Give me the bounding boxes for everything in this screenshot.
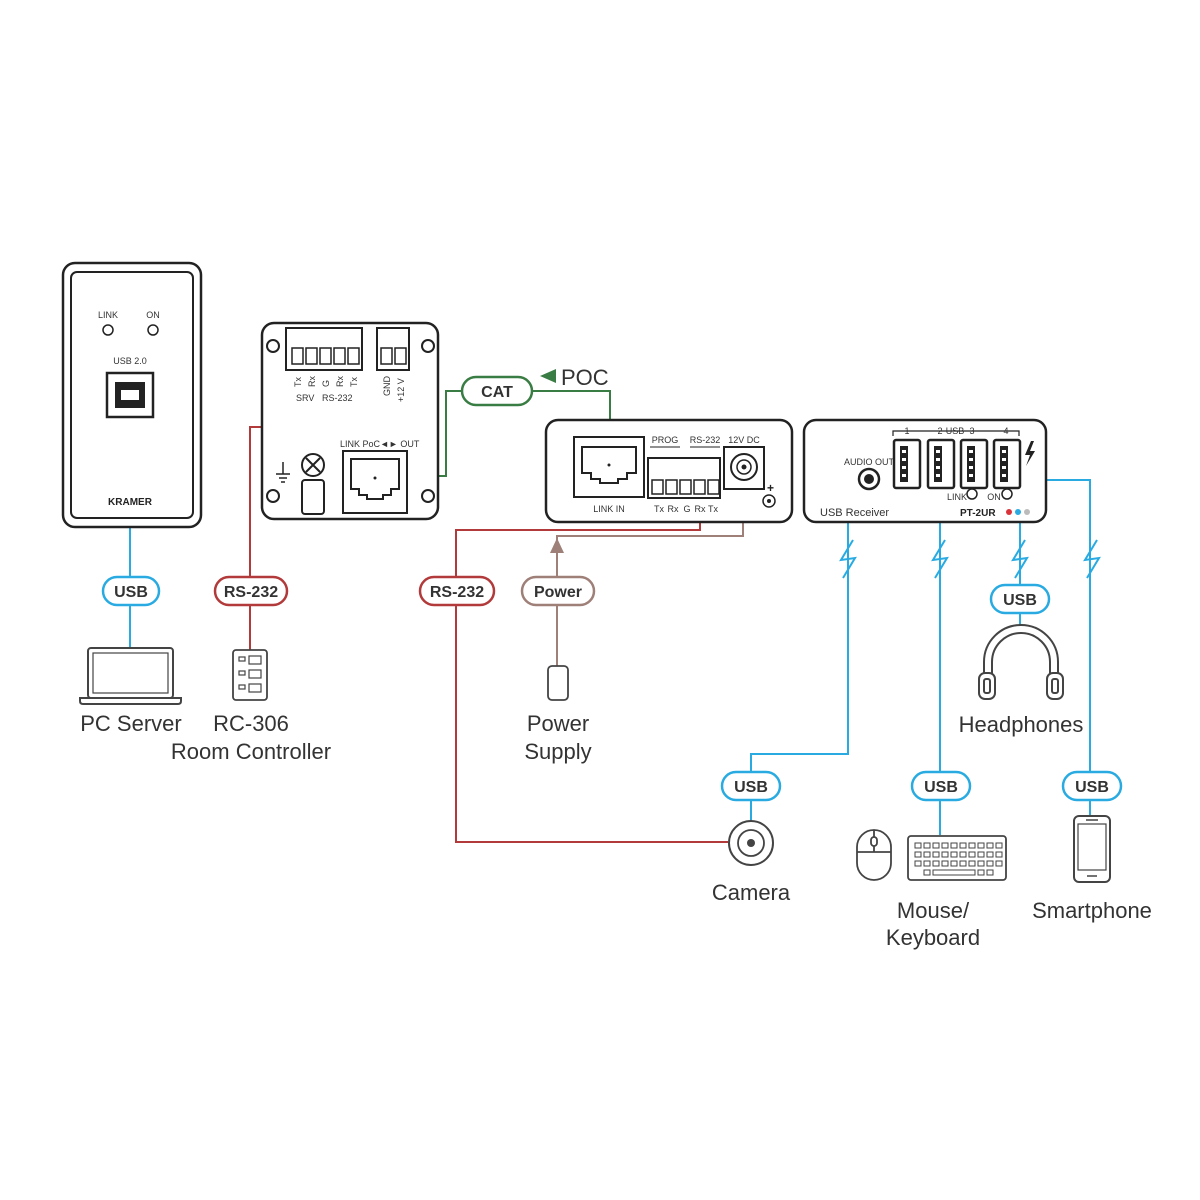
usb-port-number: 2: [937, 426, 942, 436]
on-led-icon: [1001, 488, 1013, 500]
wireless-icon: [931, 539, 949, 579]
usb-receiver-module: AUDIO OUT 1 2 USB 3 4: [802, 418, 1048, 524]
wireless-icon: [839, 539, 857, 579]
pin-label: Tx: [349, 377, 359, 387]
transmitter-module: Tx Rx G Rx Tx GND +12 V SRV RS-232 LINK …: [260, 321, 440, 521]
pc-server-label: PC Server: [80, 711, 181, 736]
brand-dot-icon: [1015, 509, 1021, 515]
usb-pill-headphones: USB: [989, 583, 1051, 615]
svg-text:USB: USB: [114, 584, 148, 601]
link-led-icon: [966, 488, 978, 500]
usb-pill-keyboard: USB: [910, 770, 972, 802]
usb-port-label: USB 2.0: [113, 356, 147, 366]
usb-port-number: 4: [1003, 426, 1008, 436]
pin-label: Tx: [654, 504, 664, 514]
usb-wall-plate: LINK ON USB 2.0 KRAMER: [61, 261, 203, 529]
usb-receiver-name: USB Receiver: [820, 507, 889, 519]
dc-label: 12V DC: [728, 435, 760, 445]
link-out-label: LINK PoC◄► OUT: [340, 439, 420, 449]
link-in-label: LINK IN: [593, 504, 625, 514]
svg-text:CAT: CAT: [481, 384, 513, 401]
wireless-icon: [1083, 539, 1101, 579]
smartphone-label: Smartphone: [1032, 898, 1152, 923]
svg-text:USB: USB: [734, 779, 768, 796]
mouse-label: Mouse/: [897, 898, 970, 923]
led-on-icon: [147, 324, 159, 336]
usb-pill-camera: USB: [720, 770, 782, 802]
rc306-label: RC-306: [213, 711, 289, 736]
rs232-cable-camera: [455, 494, 728, 843]
brand-dot-icon: [1006, 509, 1012, 515]
svg-text:USB: USB: [924, 779, 958, 796]
usb-a-port-icon: [892, 438, 922, 490]
camera-label: Camera: [712, 880, 791, 905]
audio-out-label: AUDIO OUT: [844, 457, 895, 467]
pin-label: G: [683, 504, 690, 514]
laptop-icon: [79, 647, 182, 705]
pin-label: +12 V: [396, 378, 406, 402]
pin-label: Rx: [668, 504, 679, 514]
pin-label: Tx: [708, 504, 718, 514]
rs232-label: RS-232: [690, 435, 721, 445]
keyboard-icon: [907, 835, 1007, 881]
power-supply-label: Power: [527, 711, 589, 736]
receiver-panel: LINK IN PROG RS-232 Tx Rx G Rx Tx 12V DC…: [544, 418, 794, 524]
on-led-label: ON: [987, 492, 1001, 502]
charging-icon: [1025, 441, 1035, 466]
headphones-icon: [978, 624, 1064, 700]
usb-port-number: 1: [904, 426, 909, 436]
svg-text:Power: Power: [534, 584, 582, 601]
camera-icon: [728, 820, 774, 866]
usb-cable-camera: [750, 490, 906, 822]
led-link-label: LINK: [98, 310, 118, 320]
power-supply-label-2: Supply: [524, 739, 591, 764]
svg-text:+: +: [767, 481, 774, 495]
brand-dot-icon: [1024, 509, 1030, 515]
keypad-icon: [232, 649, 268, 701]
usb-a-port-icon: [926, 438, 956, 490]
svg-text:RS-232: RS-232: [224, 584, 278, 601]
power-supply-icon: [547, 665, 569, 701]
svg-text:USB: USB: [1075, 779, 1109, 796]
rs232-pill-camera: RS-232: [418, 575, 496, 607]
wireless-icon: [1011, 539, 1029, 579]
rs232-pill-rc306: RS-232: [213, 575, 289, 607]
usb-header-label: USB: [946, 426, 965, 436]
usb-a-port-icon: [959, 438, 989, 490]
link-led-label: LINK: [947, 492, 967, 502]
pin-label: Tx: [293, 377, 303, 387]
poc-label: POC: [561, 365, 609, 390]
power-pill: Power: [520, 575, 596, 607]
keyboard-label: Keyboard: [886, 925, 980, 950]
pin-label: Rx: [307, 376, 317, 387]
brand-logo: KRAMER: [108, 497, 153, 508]
prog-label: PROG: [652, 435, 679, 445]
poc-arrow-icon: [540, 369, 556, 383]
pin-label: G: [321, 380, 331, 387]
pin-label: GND: [382, 376, 392, 397]
model-label: PT-2UR: [960, 508, 996, 519]
mouse-icon: [856, 829, 892, 881]
ground-icon: [276, 462, 290, 483]
cat-pill: CAT: [460, 375, 534, 407]
room-controller-label: Room Controller: [171, 739, 331, 764]
headphones-label: Headphones: [959, 712, 1084, 737]
usb-pill-pc: USB: [101, 575, 161, 607]
svg-text:RS-232: RS-232: [430, 584, 484, 601]
smartphone-icon: [1073, 815, 1111, 883]
pin-label: Rx: [335, 376, 345, 387]
pin-label: Rx: [695, 504, 706, 514]
rs232-label: RS-232: [322, 393, 353, 403]
svg-text:USB: USB: [1003, 592, 1037, 609]
power-arrow-icon: [550, 538, 564, 553]
led-on-label: ON: [146, 310, 160, 320]
usb-port-number: 3: [969, 426, 974, 436]
usb-pill-smartphone: USB: [1061, 770, 1123, 802]
led-link-icon: [102, 324, 114, 336]
srv-label: SRV: [296, 393, 314, 403]
usb-a-port-icon: [992, 438, 1022, 490]
